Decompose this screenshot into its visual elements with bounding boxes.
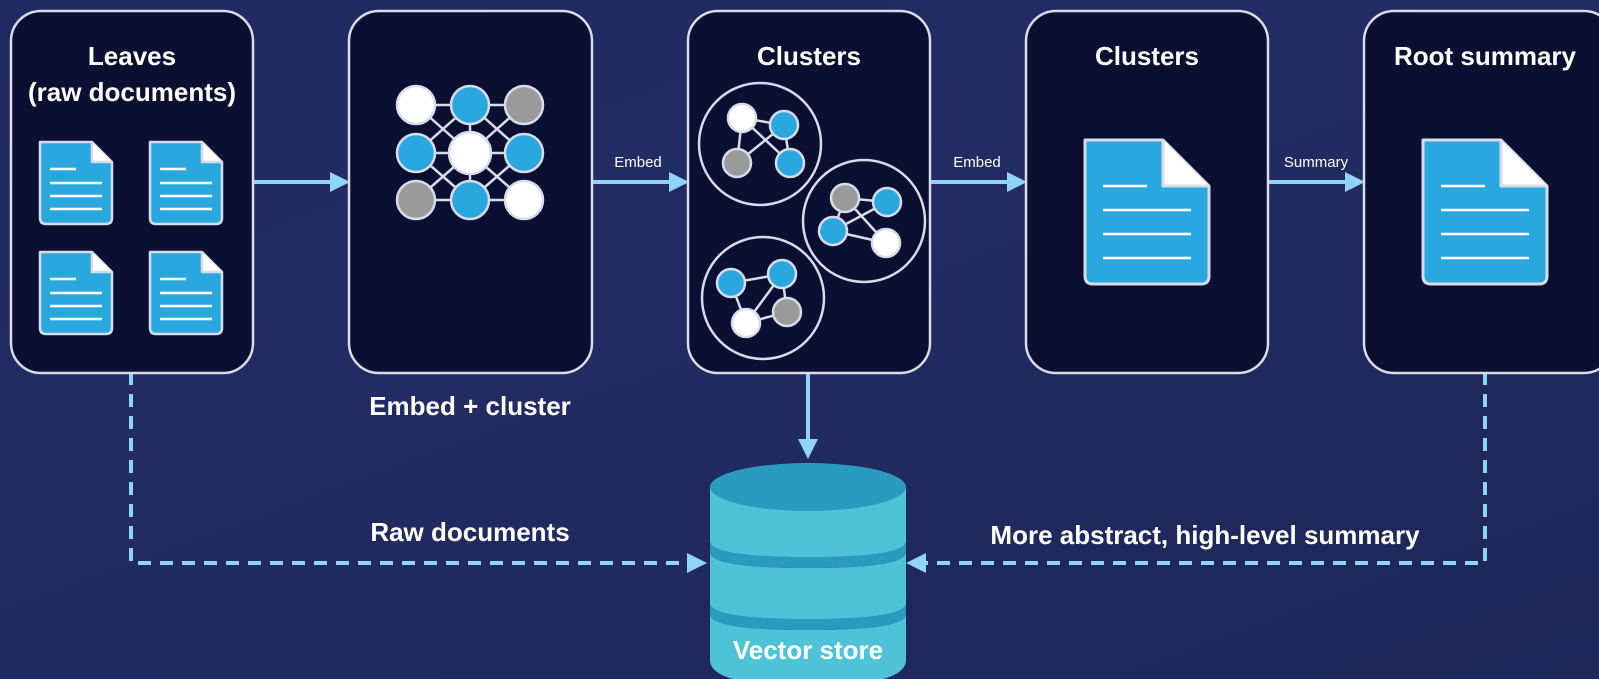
edge-label-summary: Summary: [1284, 154, 1349, 171]
abstract-summary-label: More abstract, high-level summary: [990, 520, 1420, 550]
raw-documents-label: Raw documents: [370, 517, 569, 547]
abstract-summary-dashed-connector: [906, 372, 1487, 573]
document-icon: [148, 250, 224, 336]
embed-cluster-caption: Embed + cluster: [369, 391, 571, 421]
clusters-panel-2: Clusters: [1024, 9, 1270, 375]
embed-panel: [347, 9, 594, 375]
clusters-panel-1-title: Clusters: [757, 41, 861, 71]
clusters-panel-1: Clusters: [686, 9, 932, 375]
cluster-group-icon: [697, 81, 823, 207]
leaves-panel-title-line2: (raw documents): [28, 77, 236, 107]
document-icon: [148, 140, 224, 226]
document-icon: [38, 140, 114, 226]
edge-label-embed-2: Embed: [953, 154, 1001, 171]
root-summary-panel-title: Root summary: [1394, 41, 1577, 71]
raw-documents-dashed-connector: [129, 372, 707, 573]
cluster-group-icon: [801, 158, 927, 284]
root-summary-panel: Root summary: [1362, 9, 1599, 375]
cluster-group-icon: [700, 235, 826, 361]
document-icon: [38, 250, 114, 336]
vector-store-label: Vector store: [733, 635, 883, 665]
embedding-network-icon: [395, 84, 545, 221]
edge-label-embed-1: Embed: [614, 154, 662, 171]
clusters-panel-2-title: Clusters: [1095, 41, 1199, 71]
leaves-panel: Leaves (raw documents): [9, 9, 255, 375]
vector-store-database-icon: [710, 463, 906, 679]
leaves-panel-title-line1: Leaves: [88, 41, 176, 71]
